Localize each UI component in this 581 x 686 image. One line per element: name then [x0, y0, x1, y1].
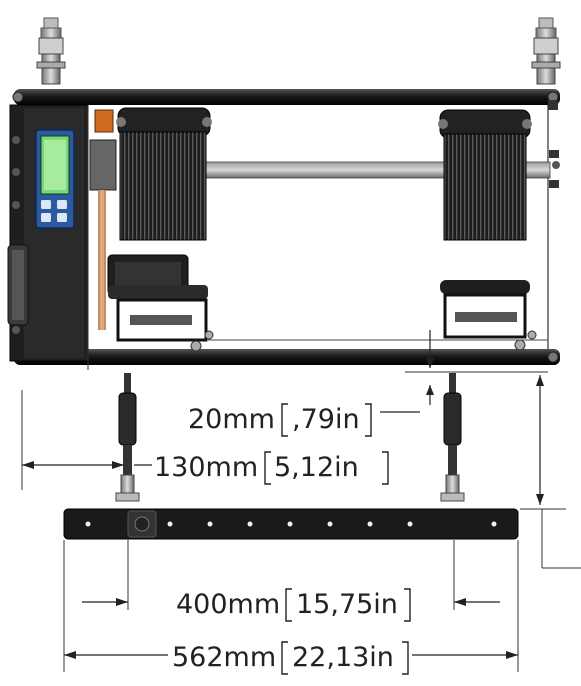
dim-label-left-offset: 130mm 5,12in — [154, 451, 389, 485]
cable-connector — [89, 109, 117, 330]
right-post — [440, 373, 465, 502]
left-top-clamp — [36, 17, 66, 85]
left-spool — [116, 107, 212, 241]
dim-gap-imperial: ,79in — [292, 404, 360, 435]
dim-gap-metric: 20mm — [188, 404, 275, 435]
bottom-bar — [63, 508, 519, 540]
right-side-bolts — [548, 100, 560, 188]
right-top-clamp — [531, 17, 561, 85]
dim-spacing-imperial: 15,75in — [296, 589, 398, 620]
dim-width-metric: 562mm — [172, 642, 276, 673]
right-spool — [438, 109, 532, 241]
dim-label-gap: 20mm ,79in — [188, 403, 372, 437]
frame-top-rod — [12, 89, 560, 105]
dim-post-spacing-lines — [82, 540, 500, 610]
dim-gap-lines — [380, 330, 548, 413]
dim-offset-imperial: 5,12in — [274, 452, 359, 483]
dim-label-overall-width: 562mm 22,13in — [172, 641, 409, 675]
dim-right-vertical — [520, 375, 581, 569]
frame-bottom-rod — [12, 349, 560, 365]
left-motor-unit — [107, 254, 214, 352]
lcd-control-panel-icon — [35, 129, 75, 229]
dim-label-post-spacing: 400mm 15,75in — [176, 588, 411, 622]
dim-spacing-metric: 400mm — [176, 589, 280, 620]
dim-left-offset-lines — [21, 390, 152, 490]
dim-offset-metric: 130mm — [154, 452, 258, 483]
right-roller-unit — [440, 280, 537, 351]
dim-overall-width-lines — [63, 540, 519, 672]
left-post — [115, 373, 140, 502]
dim-width-imperial: 22,13in — [292, 642, 394, 673]
